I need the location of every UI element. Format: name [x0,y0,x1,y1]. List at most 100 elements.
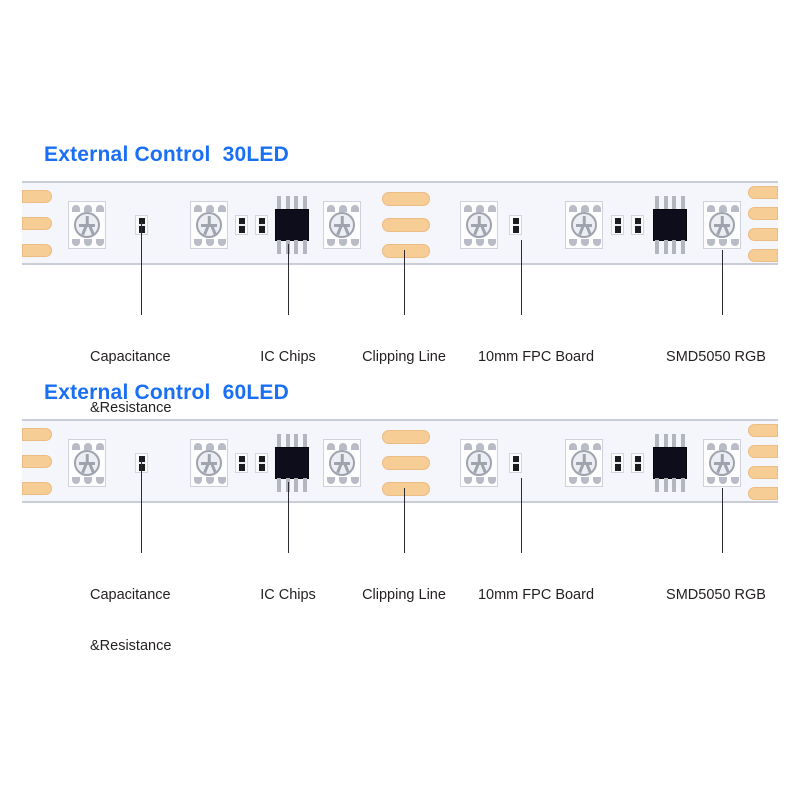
ic-pin [294,478,299,492]
led-notch [96,442,104,450]
led-die-mark [720,216,724,225]
callout-line: &Resistance [90,400,172,416]
led-notch [593,476,601,484]
led-notch [194,204,202,212]
leader-line-ic-chips [288,482,290,553]
led-die-mark [207,454,211,463]
ic-body [653,209,687,241]
led-notch [593,442,601,450]
clipping-pad [382,192,430,206]
callout-line: 10mm FPC Board [477,587,595,603]
led-notch-row [707,204,739,212]
ic-pins-top [655,434,685,448]
led-notch-row [72,476,104,484]
ic-pin [680,478,685,492]
edge-pad [22,244,52,257]
ic-pin [663,240,668,254]
led-notch-row [194,204,226,212]
led-notch [464,476,472,484]
led-notch-row [194,442,226,450]
led-die-mark [477,216,481,225]
edge-pad [22,455,52,468]
callout-clipping-line: Clipping Line [362,315,446,400]
ic-pin [680,240,685,254]
capacitor-resistor [255,453,268,473]
led-notch-row [569,238,601,246]
smd5050-led [68,439,106,487]
ic-pin [302,478,307,492]
led-notch [327,442,335,450]
led-lens [329,212,355,238]
section-strip-60led: External Control 60LED [0,238,800,654]
callout-clipping-line: Clipping Line [362,553,446,638]
led-notch-row [327,442,359,450]
capacitor-resistor [611,215,624,235]
led-notch-row [569,476,601,484]
led-notch [72,238,80,246]
led-notch [476,238,484,246]
led-notch [719,442,727,450]
capacitor-resistor [235,453,248,473]
led-strip-board-60led [22,419,778,503]
edge-pad [748,466,778,479]
led-notch [569,238,577,246]
smd5050-led [703,439,741,487]
led-notch [194,476,202,484]
led-notch [488,476,496,484]
led-notch [569,204,577,212]
led-notch [327,476,335,484]
led-notch [593,204,601,212]
callout-smd5050-rgb: SMD5050 RGB [666,315,766,400]
capacitor-gap [239,462,245,464]
edge-pad [748,207,778,220]
ic-pin [277,478,281,492]
smd5050-led [565,201,603,249]
led-notch [84,204,92,212]
callout-line: &Resistance [90,638,172,654]
callout-line: IC Chips [260,349,316,365]
ic-pin [294,240,299,254]
led-notch [339,238,347,246]
ic-pins-top [277,196,307,210]
ic-chip [651,196,689,254]
ic-pin [672,196,677,210]
section-title-30led: External Control 30LED [44,143,289,166]
led-notch [327,238,335,246]
led-notch [351,204,359,212]
ic-pin [655,478,659,492]
capacitor-gap [259,224,265,226]
led-notch-row [464,442,496,450]
edge-pad [748,186,778,199]
ic-pin [672,434,677,448]
led-notch-row [569,442,601,450]
ic-pin [277,196,281,210]
led-notch [581,442,589,450]
callout-capacitance-resistance: Capacitance &Resistance [90,315,171,451]
led-notch [96,238,104,246]
callout-line: Clipping Line [362,587,446,603]
leader-line-capacitance [141,460,143,553]
led-notch [581,238,589,246]
ic-chip [273,196,311,254]
led-notch [351,238,359,246]
leader-line-clipping [404,488,406,553]
led-notch [339,476,347,484]
ic-pin [285,434,290,448]
leader-line-capacitance [141,222,143,315]
led-notch [581,204,589,212]
led-die-mark [582,216,586,225]
section-strip-30led: External Control 30LED [0,0,800,416]
ic-pin [680,434,685,448]
callout-smd5050-rgb: SMD5050 RGB [666,553,766,638]
capacitor-gap [615,224,621,226]
ic-chip [651,434,689,492]
strip-components-30led [22,183,778,263]
led-notch [351,442,359,450]
led-notch-row [327,238,359,246]
callout-line: Capacitance [90,349,171,365]
clipping-pad [382,482,430,496]
section-title-60led: External Control 60LED [44,381,289,404]
led-lens [196,212,222,238]
smd5050-led [190,439,228,487]
ic-pins-bottom [655,240,685,254]
